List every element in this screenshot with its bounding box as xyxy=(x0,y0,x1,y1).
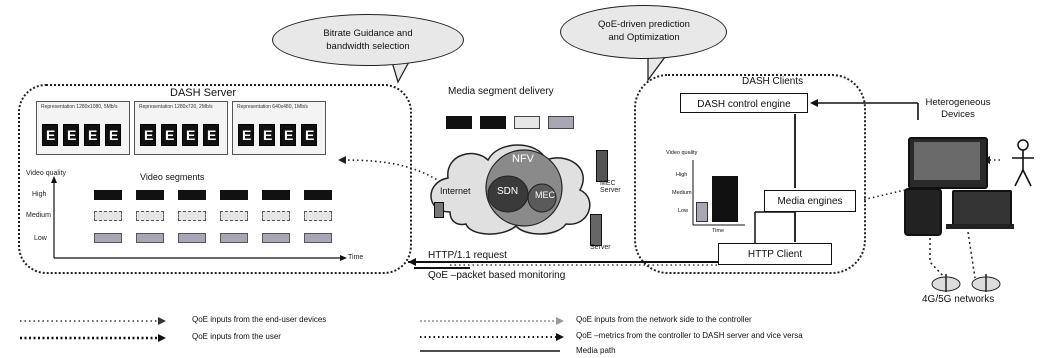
client-time-label: Time xyxy=(712,228,725,234)
media-engines-box: Media engines xyxy=(764,190,856,212)
legend-item-end-user: QoE inputs from the end-user devices xyxy=(192,315,327,324)
segment-icon xyxy=(42,124,58,146)
segment-icon xyxy=(259,124,275,146)
medium-segment xyxy=(94,211,122,221)
delivery-segment xyxy=(446,116,472,129)
low-segment xyxy=(94,233,122,243)
segment-icon xyxy=(84,124,100,146)
low-segment xyxy=(220,233,248,243)
medium-segment xyxy=(262,211,290,221)
representation-label: Representation 640x480, 1Mb/s xyxy=(237,104,308,110)
level-high: High xyxy=(32,191,47,198)
client-segment xyxy=(696,202,708,222)
segment-icon xyxy=(140,124,156,146)
client-level-high: High xyxy=(676,172,688,178)
client-level-medium: Medium xyxy=(672,190,692,196)
representation-1: Representation 1280x1080, 5Mb/s xyxy=(36,101,130,155)
medium-segment xyxy=(220,211,248,221)
dash-clients-title: DASH Clients xyxy=(742,76,804,87)
media-segment-delivery-title: Media segment delivery xyxy=(448,86,554,97)
segment-icon xyxy=(301,124,317,146)
representation-label: Representation 1280x1080, 5Mb/s xyxy=(41,104,118,110)
monitor-screen xyxy=(914,142,980,180)
mec-server-icon xyxy=(596,150,608,182)
medium-segment xyxy=(136,211,164,221)
level-medium: Medium xyxy=(26,212,51,219)
http-request-label: HTTP/1.1 request xyxy=(428,250,507,261)
network-tower-icon xyxy=(931,274,1001,292)
video-segments-label: Video segments xyxy=(140,172,205,182)
segment-icon xyxy=(203,124,219,146)
tablet-icon xyxy=(904,188,942,236)
laptop-icon xyxy=(952,190,1012,228)
small-server-icon xyxy=(434,202,444,218)
server-icon xyxy=(590,214,602,246)
video-quality-label: Video quality xyxy=(26,170,66,177)
nfv-label: NFV xyxy=(512,153,534,165)
dash-control-engine-label: DASH control engine xyxy=(697,99,791,110)
mec-server-label: MEC Server xyxy=(600,180,621,194)
qoe-prediction-bubble: QoE-driven prediction and Optimization xyxy=(560,5,727,59)
representation-label: Representation 1280x720, 2Mb/s xyxy=(139,104,213,110)
dash-clients-panel xyxy=(634,74,866,274)
representation-2: Representation 1280x720, 2Mb/s xyxy=(134,101,228,155)
http-client-label: HTTP Client xyxy=(747,249,803,260)
high-segment xyxy=(94,190,122,200)
dash-server-panel xyxy=(18,84,412,274)
laptop-base-icon xyxy=(946,224,1014,229)
delivery-segment xyxy=(480,116,506,129)
sdn-label: SDN xyxy=(497,186,519,197)
qoe-monitoring-label: QoE –packet based monitoring xyxy=(428,270,566,281)
mec-label: MEC xyxy=(535,190,555,200)
segment-icon xyxy=(280,124,296,146)
client-segment xyxy=(712,176,738,222)
http-client-box: HTTP Client xyxy=(718,243,832,265)
devices-title: Heterogeneous Devices xyxy=(925,97,991,120)
legend-item-controller-metrics: QoE –metrics from the controller to DASH… xyxy=(576,331,803,340)
low-segment xyxy=(262,233,290,243)
high-segment xyxy=(304,190,332,200)
internet-label: Internet xyxy=(440,186,471,196)
high-segment xyxy=(136,190,164,200)
low-segment xyxy=(178,233,206,243)
delivery-segment xyxy=(548,116,574,129)
high-segment xyxy=(262,190,290,200)
segment-icon xyxy=(182,124,198,146)
delivery-segment xyxy=(514,116,540,129)
dash-server-title: DASH Server xyxy=(170,87,237,99)
legend-item-network-side: QoE inputs from the network side to the … xyxy=(576,315,752,324)
time-label: Time xyxy=(348,254,364,261)
medium-segment xyxy=(304,211,332,221)
segment-icon xyxy=(105,124,121,146)
segment-icon xyxy=(238,124,254,146)
high-segment xyxy=(220,190,248,200)
networks-label: 4G/5G networks xyxy=(922,294,995,305)
high-segment xyxy=(178,190,206,200)
media-engines-label: Media engines xyxy=(777,196,843,207)
client-level-low: Low xyxy=(678,208,689,214)
user-icon xyxy=(1012,139,1034,187)
segment-icon xyxy=(161,124,177,146)
dash-control-engine-box: DASH control engine xyxy=(680,93,808,113)
bitrate-bubble: Bitrate Guidance and bandwidth selection xyxy=(272,14,464,66)
server-label: Server xyxy=(590,244,611,251)
level-low: Low xyxy=(34,235,47,242)
legend-item-user: QoE inputs from the user xyxy=(192,332,281,341)
representation-3: Representation 640x480, 1Mb/s xyxy=(232,101,326,155)
client-video-quality-label: Video quality xyxy=(666,150,698,156)
medium-segment xyxy=(178,211,206,221)
network-cloud xyxy=(430,144,591,235)
legend-lines xyxy=(20,317,564,352)
low-segment xyxy=(304,233,332,243)
bitrate-bubble-text: Bitrate Guidance and bandwidth selection xyxy=(323,28,413,52)
low-segment xyxy=(136,233,164,243)
qoe-prediction-bubble-text: QoE-driven prediction and Optimization xyxy=(598,19,690,43)
segment-icon xyxy=(63,124,79,146)
legend-item-media-path: Media path xyxy=(576,346,616,355)
